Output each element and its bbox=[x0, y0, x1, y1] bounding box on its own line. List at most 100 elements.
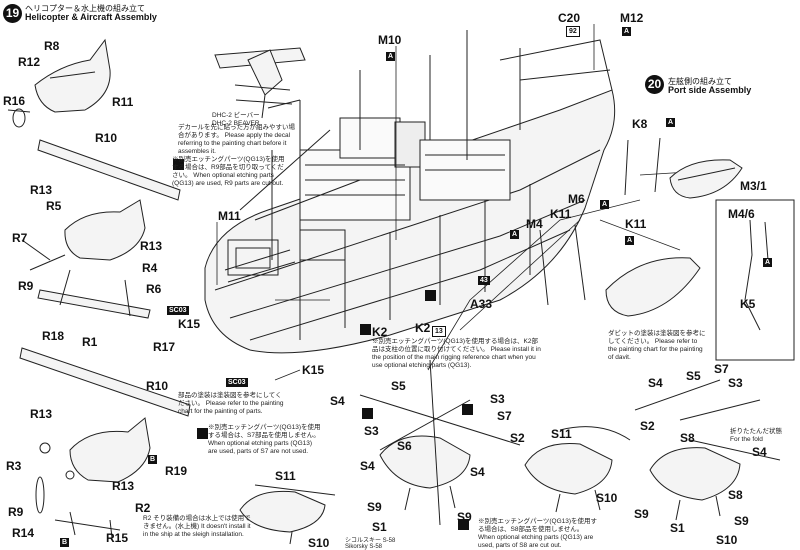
part-label: K5 bbox=[740, 297, 756, 311]
sprue-tag: 13 bbox=[432, 326, 446, 337]
sprue-tag: A bbox=[625, 236, 635, 245]
part-label: S9 bbox=[734, 514, 749, 528]
part-label: S4 bbox=[360, 459, 375, 473]
deck-cargo-drawing bbox=[224, 229, 346, 283]
part-label: S10 bbox=[596, 491, 618, 505]
part-label: M4 bbox=[526, 217, 543, 231]
step-19-title: ヘリコプター＆水上機の組み立て Helicopter & Aircraft As… bbox=[25, 4, 157, 22]
part-label: K2 bbox=[415, 321, 431, 335]
part-label: S11 bbox=[551, 427, 572, 441]
part-label: R6 bbox=[146, 282, 162, 296]
decal-note: デカールを先に貼った方が組みやすい場合があります。 Please apply t… bbox=[178, 124, 295, 155]
part-label: M12 bbox=[620, 11, 644, 25]
part-label: R13 bbox=[112, 479, 135, 493]
part-label: R13 bbox=[30, 183, 53, 197]
part-label: S7 bbox=[497, 409, 512, 423]
stand-note: R2 そり装備の場合は水上では使用できません。(水上機) It doesn't … bbox=[143, 515, 251, 538]
part-label: M10 bbox=[378, 33, 402, 47]
lifeboat-drawing bbox=[539, 137, 743, 317]
davit-detail-box bbox=[715, 199, 795, 361]
part-label: M11 bbox=[218, 209, 241, 223]
part-label: S1 bbox=[670, 521, 685, 535]
sprue-tag: A bbox=[600, 200, 610, 209]
part-label: R5 bbox=[46, 199, 62, 213]
etching-part-icon bbox=[462, 404, 473, 415]
part-label: S10 bbox=[308, 536, 330, 550]
etching-part-icon bbox=[362, 408, 373, 419]
sprue-tag: A bbox=[763, 258, 773, 267]
part-label: M3/1 bbox=[740, 179, 767, 193]
k2-rigging-note: ※別売エッチングパーツ(QG13)を使用する場合は、K2部品は支柱の位置に取り付… bbox=[372, 338, 541, 369]
part-label: K8 bbox=[632, 117, 648, 131]
part-label: S3 bbox=[364, 424, 379, 438]
sprue-tag: A bbox=[666, 118, 676, 127]
part-label: M4/6 bbox=[728, 207, 755, 221]
fighter-aircraft-drawing-2 bbox=[21, 139, 181, 319]
etching-s8-note: ※別売エッチングパーツ(QG13)を使用する場合は、S8部品を使用しません。 W… bbox=[478, 518, 598, 549]
sprue-tag: A bbox=[386, 52, 396, 61]
part-label: S5 bbox=[686, 369, 701, 383]
davit-painting-note: ダビットの塗装は塗装図を参考にしてください。 Please refer to t… bbox=[608, 330, 706, 361]
ship-superstructure-drawing bbox=[299, 117, 511, 221]
step-19-title-en: Helicopter & Aircraft Assembly bbox=[25, 12, 157, 22]
part-label: R13 bbox=[30, 407, 53, 421]
part-label: R16 bbox=[3, 94, 26, 108]
etching-s7-note: ※別売エッチングパーツ(QG13)を使用する場合は、S7部品を使用しません。 W… bbox=[208, 424, 321, 455]
etching-part-icon bbox=[360, 324, 371, 335]
part-label: K11 bbox=[550, 207, 572, 221]
part-label: S9 bbox=[367, 500, 382, 514]
part-label: S4 bbox=[470, 465, 485, 479]
part-label: R15 bbox=[106, 531, 129, 545]
parts-painting-note: 部品の塗装は塗装図を参考にしてください。 Please refer to the… bbox=[178, 392, 284, 415]
part-label: S4 bbox=[752, 445, 767, 459]
part-label: R12 bbox=[18, 55, 41, 69]
ship-masts-drawing bbox=[239, 30, 613, 260]
part-label: R14 bbox=[12, 526, 35, 540]
part-label: R9 bbox=[18, 279, 34, 293]
sprue-tag: B bbox=[148, 455, 158, 464]
etching-part-icon bbox=[458, 519, 469, 530]
etching-part-icon bbox=[173, 159, 184, 170]
part-label: S3 bbox=[728, 376, 743, 390]
part-label: R8 bbox=[44, 39, 60, 53]
sprue-tag: A bbox=[622, 27, 632, 36]
sprue-tag: 43 bbox=[478, 276, 490, 285]
part-label: S2 bbox=[640, 419, 655, 433]
etching-part-icon bbox=[197, 428, 208, 439]
part-label: S8 bbox=[728, 488, 743, 502]
part-label: S6 bbox=[397, 439, 412, 453]
sprue-tag: SC03 bbox=[226, 378, 248, 387]
part-label: S3 bbox=[490, 392, 505, 406]
part-label: K11 bbox=[625, 217, 647, 231]
step-19-title-jp: ヘリコプター＆水上機の組み立て bbox=[25, 4, 145, 13]
part-label: R17 bbox=[153, 340, 176, 354]
fighter-aircraft-drawing-3 bbox=[19, 347, 191, 539]
step-20-title-en: Port side Assembly bbox=[668, 85, 752, 95]
part-label: R13 bbox=[140, 239, 163, 253]
part-label: A33 bbox=[470, 297, 493, 311]
part-label: K2 bbox=[372, 325, 388, 339]
part-label: S4 bbox=[648, 376, 663, 390]
part-label: S4 bbox=[330, 394, 345, 408]
sprue-tag: 92 bbox=[566, 26, 580, 37]
part-label: S10 bbox=[716, 533, 738, 547]
part-label: R19 bbox=[165, 464, 188, 478]
part-label: S8 bbox=[680, 431, 695, 445]
part-label: K15 bbox=[178, 317, 201, 331]
part-label: S2 bbox=[510, 431, 525, 445]
part-label: R10 bbox=[95, 131, 118, 145]
part-label: S11 bbox=[275, 469, 296, 483]
helicopter-drawing-4 bbox=[634, 379, 781, 521]
step-20-number: 20 bbox=[645, 75, 664, 94]
part-label: R2 bbox=[135, 501, 151, 515]
part-label: R3 bbox=[6, 459, 22, 473]
sprue-tag: B bbox=[60, 538, 70, 547]
part-label: M6 bbox=[568, 192, 585, 206]
part-label: R18 bbox=[42, 329, 65, 343]
part-label: R1 bbox=[82, 335, 98, 349]
beaver-name-note: DHC-2 ビーバー DHC-2 BEAVER bbox=[212, 112, 260, 127]
helicopter-drawing-3 bbox=[524, 426, 631, 513]
part-label: S9 bbox=[634, 507, 649, 521]
part-label: S5 bbox=[391, 379, 406, 393]
